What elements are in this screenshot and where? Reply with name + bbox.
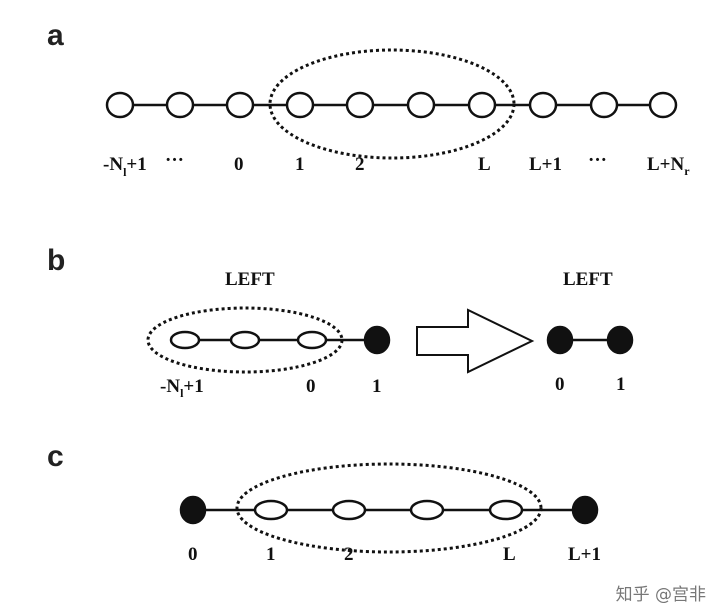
site	[169, 330, 201, 350]
ellipsis: ···	[588, 150, 607, 171]
site-label: 1	[616, 374, 626, 395]
site	[528, 91, 558, 119]
central-region-oval	[268, 48, 516, 160]
ellipsis: ···	[165, 150, 184, 171]
site-label: -Nl+1	[160, 376, 204, 400]
site	[467, 91, 497, 119]
chain-a-sites	[105, 91, 678, 119]
left-lead-oval	[146, 306, 344, 374]
site	[225, 91, 255, 119]
panel-label-b: b	[47, 244, 65, 277]
effective-site	[606, 325, 634, 355]
site-label: 1	[372, 376, 382, 397]
site	[648, 91, 678, 119]
site-label: L+Nr	[647, 154, 690, 178]
watermark: 知乎 @宫非	[615, 585, 706, 605]
site	[296, 330, 328, 350]
site	[105, 91, 135, 119]
site	[345, 91, 375, 119]
site-label: 1	[295, 154, 305, 175]
site	[253, 499, 289, 521]
site-label: 0	[188, 544, 198, 565]
site-label: -Nl+1	[103, 154, 147, 179]
site-label: L+1	[529, 154, 562, 175]
site	[229, 330, 261, 350]
site-label: 2	[355, 154, 365, 175]
site	[409, 499, 445, 521]
panel-label-a: a	[47, 19, 64, 52]
site-label: L	[478, 154, 491, 175]
site-label: 0	[306, 376, 316, 397]
site	[331, 499, 367, 521]
site	[589, 91, 619, 119]
site-label: L+1	[568, 544, 601, 565]
left-lead-title: LEFT	[225, 269, 275, 290]
site-label: 1	[266, 544, 276, 565]
central-region-oval	[235, 462, 543, 554]
effective-site	[546, 325, 574, 355]
site	[488, 499, 524, 521]
lead-site	[571, 495, 599, 525]
arrow-icon	[416, 308, 535, 374]
lead-site	[179, 495, 207, 525]
site-label: 0	[234, 154, 244, 175]
left-lead-title-effective: LEFT	[563, 269, 613, 290]
site	[285, 91, 315, 119]
site-label: 2	[344, 544, 354, 565]
site	[165, 91, 195, 119]
site-label: L	[503, 544, 516, 565]
panel-label-c: c	[47, 440, 64, 473]
site	[406, 91, 436, 119]
site-label: 0	[555, 374, 565, 395]
effective-site	[363, 325, 391, 355]
